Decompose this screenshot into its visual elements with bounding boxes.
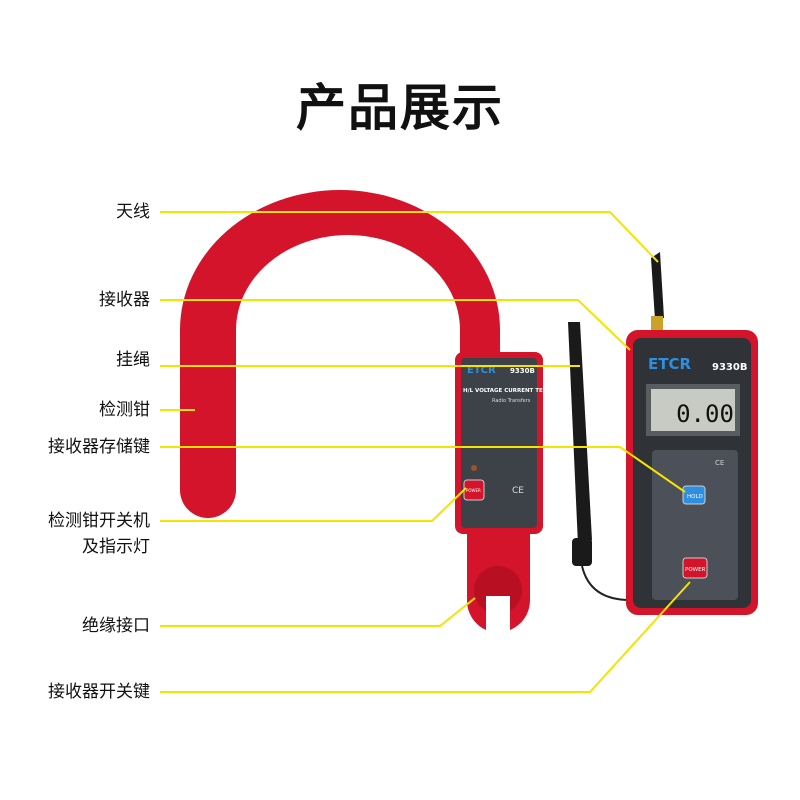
clamp-model: 9330B xyxy=(510,367,535,375)
clamp-ce: CE xyxy=(512,486,524,496)
svg-text:POWER: POWER xyxy=(466,488,481,493)
receiver-model: 9330B xyxy=(712,362,747,373)
label-antenna: 天线 xyxy=(116,202,150,222)
label-clamp-power-2: 及指示灯 xyxy=(82,537,150,557)
leader-clamp-power xyxy=(160,487,467,522)
svg-text:HOLD: HOLD xyxy=(687,494,703,500)
lcd-display xyxy=(651,389,735,431)
receiver-power-button xyxy=(682,557,708,579)
lanyard xyxy=(568,322,592,545)
indicator-light xyxy=(471,465,477,471)
clamp-brand: ETCR xyxy=(467,365,496,376)
receiver-ce: CE xyxy=(715,459,724,467)
label-clamp: 检测钳 xyxy=(99,400,150,420)
clamp-text: H/L VOLTAGE CURRENT TESTER xyxy=(463,388,559,394)
leader-hold xyxy=(160,446,686,493)
label-receiver: 接收器 xyxy=(99,290,150,310)
leader-lines xyxy=(160,211,691,693)
leader-receiver-power xyxy=(160,581,691,693)
label-insulated-port: 绝缘接口 xyxy=(82,616,150,636)
svg-text:POWER: POWER xyxy=(685,567,706,573)
label-hold-key: 接收器存储键 xyxy=(48,437,150,457)
leader-receiver xyxy=(160,299,631,351)
receiver-brand: ETCR xyxy=(648,355,691,373)
label-clamp-power-1: 检测钳开关机 xyxy=(48,511,150,531)
leader-antenna xyxy=(160,211,659,263)
label-receiver-power: 接收器开关键 xyxy=(48,682,150,702)
leader-port xyxy=(160,597,476,627)
clamp-subtext: Radio Transfers xyxy=(492,398,531,404)
hold-button xyxy=(682,485,706,505)
display-reading: 0.00 xyxy=(676,400,734,428)
antenna xyxy=(651,252,664,320)
clamp-hook xyxy=(180,190,500,518)
page-title: 产品展示 xyxy=(296,79,504,137)
label-lanyard: 挂绳 xyxy=(116,350,150,370)
